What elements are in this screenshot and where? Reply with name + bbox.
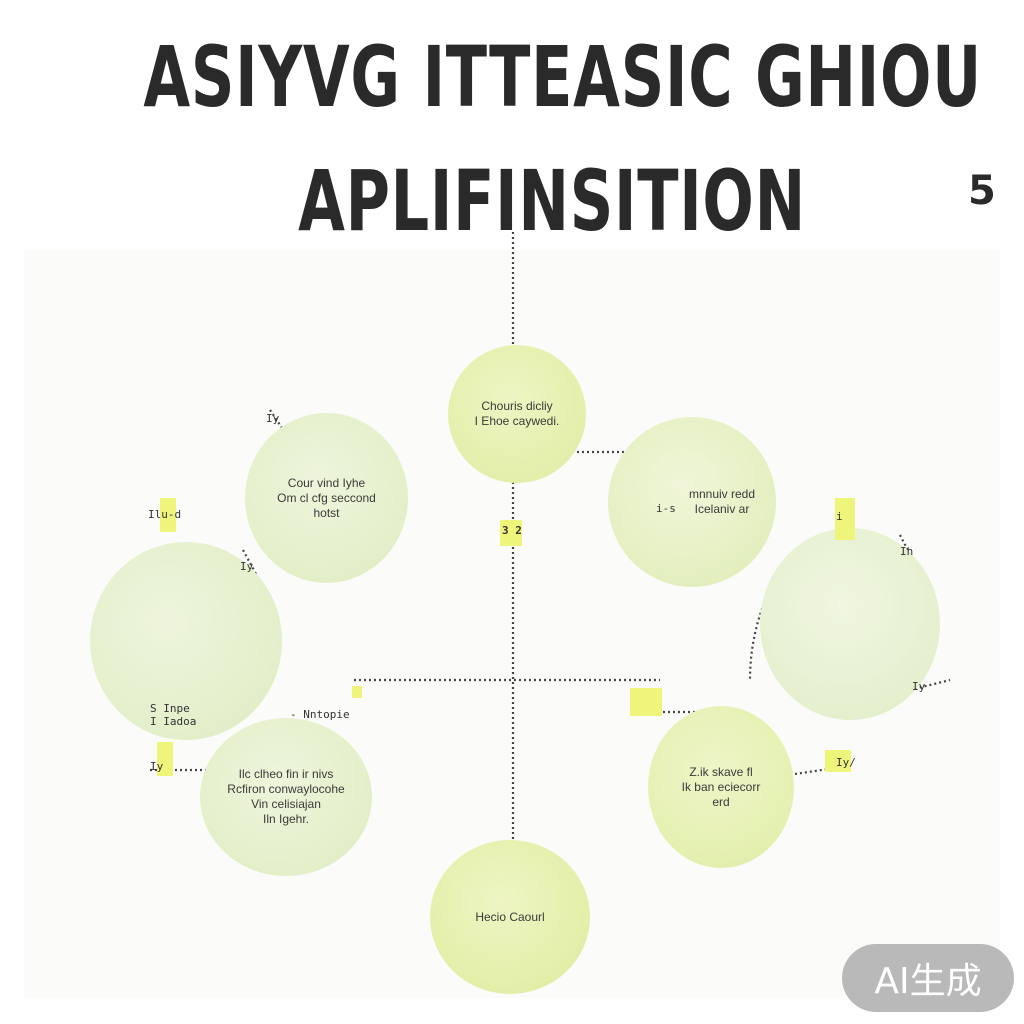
annotation-tag: i <box>836 510 843 523</box>
highlight-marker <box>352 686 362 698</box>
node-top-center[interactable]: Chouris dicliy I Ehoe caywedi. <box>448 345 586 483</box>
node-top-center-label: Chouris dicliy I Ehoe caywedi. <box>474 399 560 428</box>
node-lower-right-label: Z.ik skave fl Ik ban eciecorr erd <box>681 764 761 809</box>
node-far-left[interactable] <box>90 542 282 740</box>
annotation-tag: Ih <box>900 545 914 558</box>
annotation-tag: i-s <box>656 502 676 515</box>
node-lower-left[interactable]: Ilc clheo fin ir nivs Rcfiron conwayloco… <box>200 718 372 876</box>
node-bottom-center[interactable]: Hecio Caourl <box>430 840 590 994</box>
highlight-marker <box>630 688 662 716</box>
highlight-marker <box>157 742 173 776</box>
annotation-tag: Iy <box>150 760 164 773</box>
node-far-right[interactable] <box>760 528 940 720</box>
annotation-tag: 3 2 <box>502 524 522 537</box>
page-number: 5 <box>968 168 996 214</box>
annotation-tag: Iy <box>240 560 254 573</box>
node-upper-right[interactable]: mnnuiv redd Icelaniv ar <box>608 417 776 587</box>
highlight-marker <box>825 750 851 772</box>
annotation-tag: Iy/ <box>836 756 856 769</box>
node-upper-right-label: mnnuiv redd Icelaniv ar <box>688 487 756 516</box>
annotation-tag: Iy <box>266 412 280 425</box>
ai-generated-watermark: AI生成 <box>842 944 1014 1012</box>
highlight-marker <box>160 498 176 532</box>
connector-left-upper <box>242 549 263 586</box>
annotation-tag: Iy <box>912 680 926 693</box>
node-lower-right[interactable]: Z.ik skave fl Ik ban eciecorr erd <box>648 706 794 868</box>
connector-lower-right-tag <box>794 766 836 776</box>
diagram-title-line-2: APLIFINSITION <box>298 152 806 250</box>
annotation-tag: - Nntopie <box>290 708 350 721</box>
node-bottom-center-label: Hecio Caourl <box>475 909 545 924</box>
highlight-marker <box>835 498 855 540</box>
node-lower-left-label: Ilc clheo fin ir nivs Rcfiron conwayloco… <box>227 767 345 826</box>
diagram-title-line-1: ASIYVG ITTEASIC GHIOU <box>143 28 982 126</box>
annotation-tag: S Inpe I Iadoa <box>150 702 197 729</box>
connector-tick-right-a <box>899 534 919 571</box>
node-upper-left-label: Cour vind Iyhe Om cl cfg seccond hotst <box>277 475 376 520</box>
annotation-tag: Ilu-d <box>148 508 182 521</box>
highlight-marker <box>500 520 522 546</box>
node-upper-left[interactable]: Cour vind Iyhe Om cl cfg seccond hotst <box>245 413 408 583</box>
